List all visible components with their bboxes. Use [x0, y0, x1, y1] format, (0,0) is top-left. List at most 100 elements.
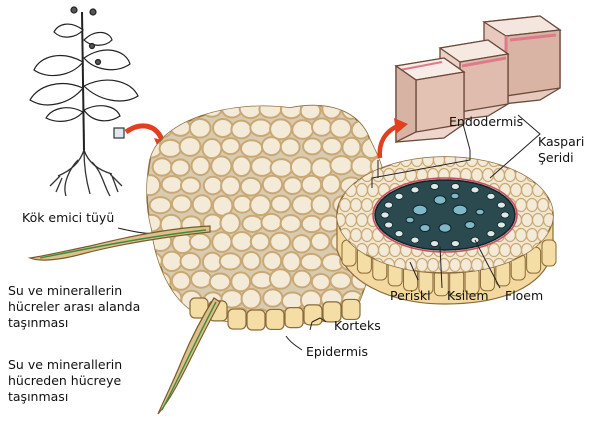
cortex-cell — [291, 157, 312, 177]
disc-cortex-cell — [362, 229, 373, 242]
pericycle-cell — [381, 212, 389, 218]
cortex-cell — [240, 98, 262, 118]
xylem-cell — [413, 205, 427, 215]
cortex-cell — [281, 215, 301, 232]
cortex-cell — [233, 196, 251, 213]
disc-cortex-cell — [472, 169, 483, 182]
disc-cortex-cell — [516, 169, 527, 182]
cortex-cell — [312, 195, 331, 214]
cortex-cell — [270, 233, 290, 251]
cortex-cell — [171, 119, 191, 135]
cortex-cell — [302, 216, 322, 232]
disc-cortex-cell — [362, 199, 373, 212]
cortex-cell — [162, 100, 180, 120]
cortex-cell — [263, 289, 282, 306]
disc-cortex-cell — [483, 169, 494, 182]
disc-cortex-cell — [511, 184, 522, 197]
cortex-cell — [140, 175, 160, 195]
cortex-cell — [311, 233, 330, 250]
cortex-cell — [271, 159, 293, 177]
xylem-cell — [451, 193, 459, 199]
xylem-cell — [465, 222, 475, 229]
symplast-label-line2: hücreden hücreye — [8, 373, 121, 388]
cortex-cell — [312, 274, 330, 290]
disc-cortex-cell — [538, 199, 549, 212]
epidermis-label: Epidermis — [306, 344, 368, 359]
cortex-label: Korteks — [334, 318, 381, 333]
disc-cortex-cell — [472, 259, 483, 272]
xylem-label: Ksilem — [447, 288, 489, 303]
disc-cortex-cell — [395, 169, 406, 182]
disc-cortex-cell — [412, 154, 423, 167]
disc-cortex-cell — [368, 244, 379, 257]
cortex-cell — [232, 156, 250, 176]
cortex-cell — [162, 252, 182, 271]
apoplast-label-line2: hücreler arası alanda — [8, 299, 140, 314]
disc-cortex-cell — [379, 244, 390, 257]
cortex-cell — [180, 253, 200, 270]
cortex-cell — [231, 232, 252, 251]
cortex-cell — [241, 140, 262, 157]
cortex-cell — [259, 101, 281, 118]
cortex-cell — [271, 196, 290, 213]
disc-cortex-cell — [527, 229, 538, 242]
phloem-label: Floem — [505, 288, 543, 303]
pericycle-cell — [501, 212, 509, 218]
cortex-cell — [150, 272, 170, 290]
cortex-cell — [190, 119, 211, 138]
epidermis-cell — [228, 309, 246, 329]
disc-cortex-cell — [489, 244, 500, 257]
kaspari-label-line2: Şeridi — [538, 150, 574, 165]
pericycle-cell — [411, 187, 419, 193]
cortex-cell — [293, 271, 311, 288]
cortex-cell — [220, 253, 241, 269]
cortex-cell — [250, 119, 271, 136]
root-cross-section — [335, 154, 560, 305]
cortex-cell — [292, 195, 313, 214]
pericycle-cell — [451, 241, 459, 247]
kaspari-label-line1: Kaspari — [538, 134, 584, 149]
disc-cortex-cell — [450, 259, 461, 272]
cortex-cell — [163, 289, 182, 306]
cortex-cell — [262, 137, 281, 155]
pericycle-cell — [451, 183, 459, 189]
disc-cortex-cell — [527, 199, 538, 212]
xylem-cell — [439, 224, 451, 232]
disc-edge-cell — [542, 240, 556, 266]
cortex-cell — [143, 215, 161, 232]
pericycle-label: Periskl — [390, 288, 431, 303]
cortex-cell — [242, 216, 262, 232]
disc-cortex-cell — [368, 184, 379, 197]
disc-cortex-cell — [522, 184, 533, 197]
disc-cortex-cell — [538, 169, 549, 182]
cortex-cell — [281, 138, 300, 155]
disc-cortex-cell — [357, 184, 368, 197]
disc-cortex-cell — [516, 229, 527, 242]
plant-icon — [30, 7, 138, 196]
cortex-cell — [270, 269, 291, 288]
cortex-cell — [221, 176, 240, 195]
cortex-cell — [190, 234, 210, 250]
cortex-cell — [251, 233, 269, 250]
cortex-cell — [242, 252, 260, 270]
cortex-cell — [221, 138, 239, 154]
cortex-cell — [212, 232, 231, 252]
cortex-cell — [292, 235, 310, 252]
cortex-cell — [172, 195, 191, 212]
cortex-cell — [303, 138, 322, 154]
cortex-cell — [282, 293, 303, 310]
cortex-cell — [312, 118, 331, 135]
xylem-cell — [420, 225, 430, 232]
cortex-cell — [220, 213, 239, 233]
disc-cortex-cell — [511, 244, 522, 257]
cortex-cell — [152, 310, 172, 327]
cortex-cell — [342, 99, 360, 119]
pericycle-cell — [385, 202, 393, 208]
disc-cortex-cell — [522, 154, 533, 167]
disc-cortex-cell — [544, 184, 555, 197]
disc-cortex-cell — [456, 154, 467, 167]
disc-cortex-cell — [461, 259, 472, 272]
disc-cortex-cell — [522, 214, 533, 227]
epidermis-cell — [285, 308, 303, 328]
disc-cortex-cell — [417, 259, 428, 272]
